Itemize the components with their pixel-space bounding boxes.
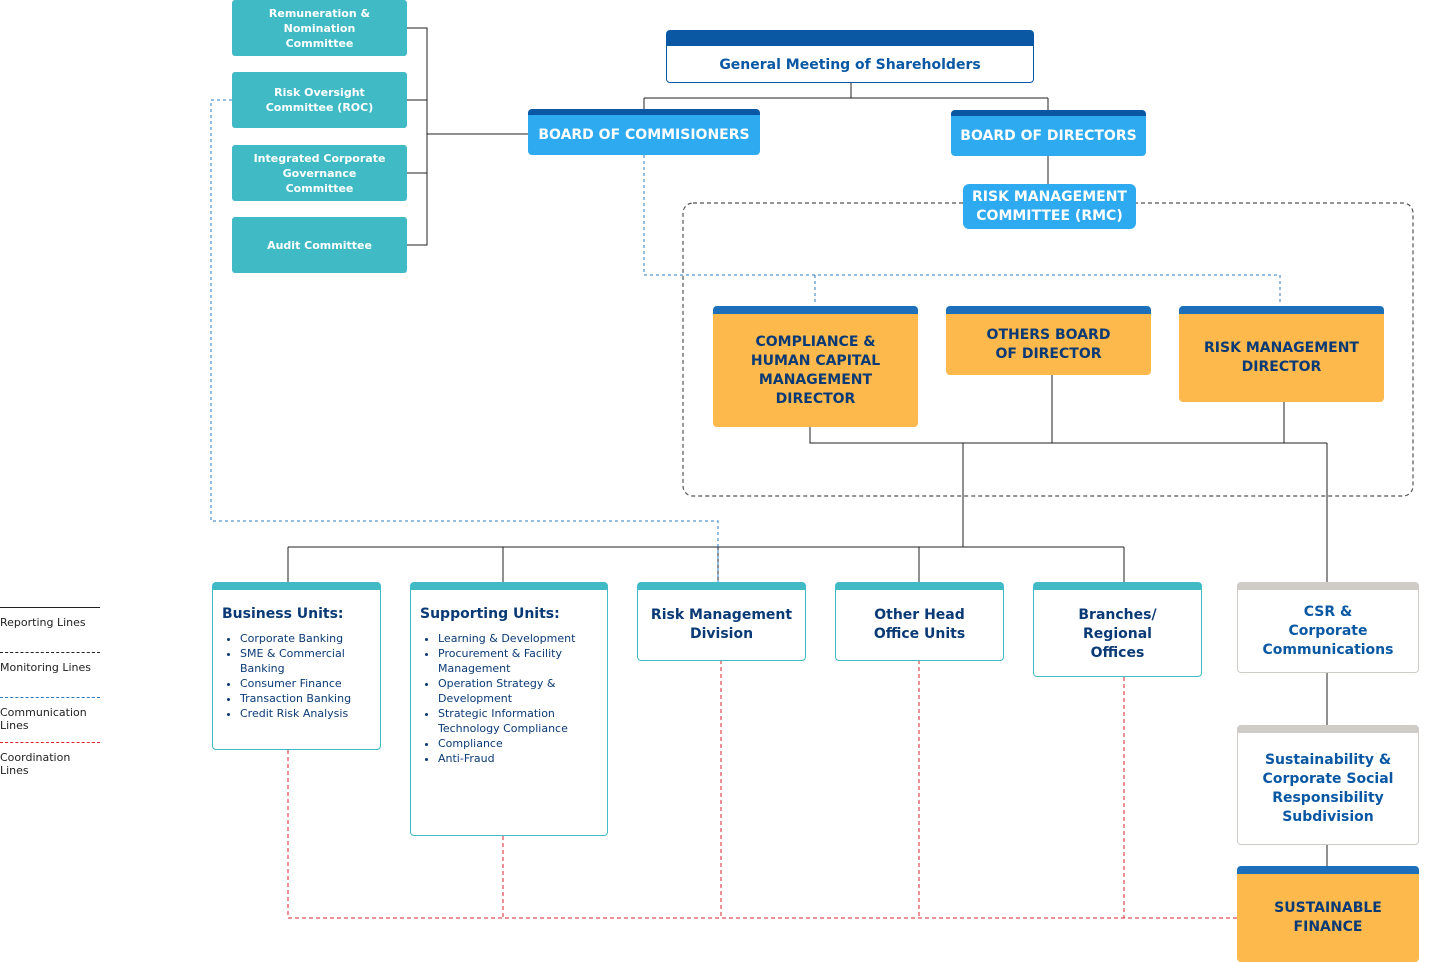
legend-communication-label: Communication Lines xyxy=(0,706,87,732)
committee-integrated-governance[interactable]: Integrated Corporate Governance Committe… xyxy=(232,145,407,201)
list-item: Compliance xyxy=(438,736,598,751)
sustainability-csr-subdivision[interactable]: Sustainability & Corporate Social Respon… xyxy=(1237,725,1419,845)
legend-coordination-line xyxy=(0,742,100,743)
risk-management-committee[interactable]: RISK MANAGEMENT COMMITTEE (RMC) xyxy=(963,184,1136,229)
list-item: Procurement & Facility Management xyxy=(438,646,598,676)
coordination-lines xyxy=(287,660,1238,919)
branches-regional-offices[interactable]: Branches/ Regional Offices xyxy=(1033,582,1202,677)
business-units-list: Corporate Banking SME & Commercial Banki… xyxy=(222,631,371,721)
director-compliance-human-capital[interactable]: COMPLIANCE & HUMAN CAPITAL MANAGEMENT DI… xyxy=(713,306,918,427)
general-meeting-shareholders[interactable]: General Meeting of Shareholders xyxy=(666,30,1034,83)
director-others-board[interactable]: OTHERS BOARD OF DIRECTOR xyxy=(946,306,1151,375)
sustainable-finance[interactable]: SUSTAINABLE FINANCE xyxy=(1237,866,1419,962)
list-item: Learning & Development xyxy=(438,631,598,646)
list-item: Consumer Finance xyxy=(240,676,371,691)
business-units-box[interactable]: Business Units: Corporate Banking SME & … xyxy=(212,582,381,750)
monitoring-box xyxy=(682,202,1414,497)
director-risk-management[interactable]: RISK MANAGEMENT DIRECTOR xyxy=(1179,306,1384,402)
risk-management-division[interactable]: Risk Management Division xyxy=(637,582,806,661)
committee-remuneration-nomination[interactable]: Remuneration & Nomination Committee xyxy=(232,0,407,56)
business-units-title: Business Units: xyxy=(222,606,344,622)
committee-risk-oversight[interactable]: Risk Oversight Committee (ROC) xyxy=(232,72,407,128)
supporting-units-list: Learning & Development Procurement & Fac… xyxy=(420,631,598,766)
board-of-directors[interactable]: BOARD OF DIRECTORS xyxy=(951,110,1146,156)
list-item: SME & Commercial Banking xyxy=(240,646,371,676)
legend-coordination-label: Coordination Lines xyxy=(0,751,71,777)
committee-audit[interactable]: Audit Committee xyxy=(232,217,407,273)
board-of-commissioners[interactable]: BOARD OF COMMISIONERS xyxy=(528,109,760,155)
list-item: Operation Strategy & Development xyxy=(438,676,598,706)
csr-corporate-communications[interactable]: CSR & Corporate Communications xyxy=(1237,582,1419,673)
other-head-office-units[interactable]: Other Head Office Units xyxy=(835,582,1004,661)
list-item: Credit Risk Analysis xyxy=(240,706,371,721)
legend-reporting-label: Reporting Lines xyxy=(0,616,86,629)
supporting-units-title: Supporting Units: xyxy=(420,606,560,622)
communication-lines xyxy=(210,99,1281,582)
list-item: Corporate Banking xyxy=(240,631,371,646)
list-item: Strategic Information Technology Complia… xyxy=(438,706,598,736)
legend-communication-line xyxy=(0,697,100,698)
legend-monitoring-line xyxy=(0,652,100,653)
supporting-units-box[interactable]: Supporting Units: Learning & Development… xyxy=(410,582,608,836)
legend-reporting-line xyxy=(0,607,100,608)
legend-monitoring-label: Monitoring Lines xyxy=(0,661,91,674)
list-item: Transaction Banking xyxy=(240,691,371,706)
list-item: Anti-Fraud xyxy=(438,751,598,766)
